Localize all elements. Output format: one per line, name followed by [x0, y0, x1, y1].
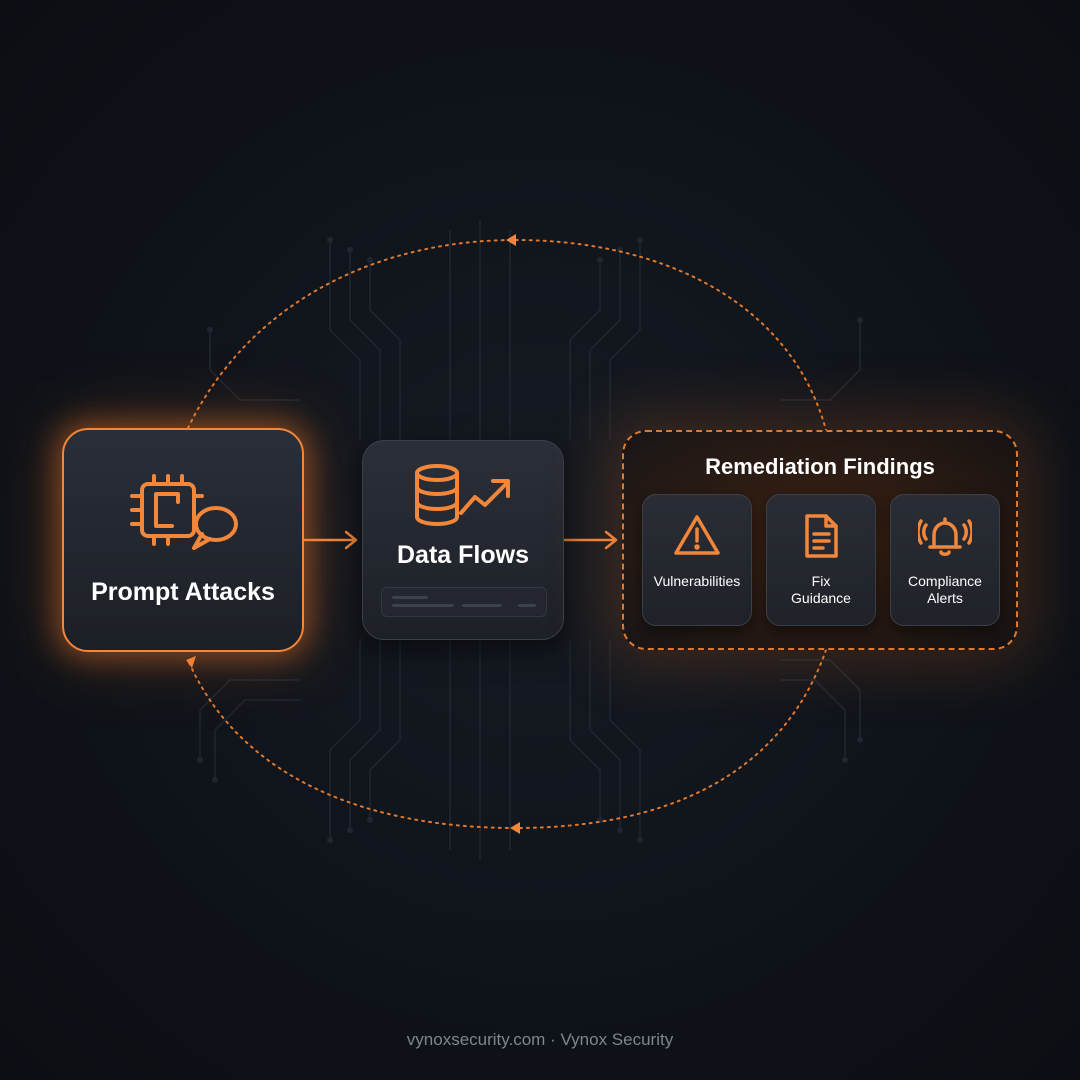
fix-guidance-card: Fix Guidance: [766, 494, 876, 626]
vulnerabilities-label: Vulnerabilities: [653, 573, 741, 589]
fix-guidance-label-line1: Fix: [811, 573, 831, 589]
compliance-alerts-label-line1: Compliance: [908, 573, 982, 589]
arrow-prompt-to-data: [302, 530, 358, 550]
data-flows-label: Data Flows: [397, 541, 529, 569]
remediation-findings-title: Remediation Findings: [705, 454, 935, 479]
prompt-attacks-card: Prompt Attacks: [62, 428, 304, 652]
loop-arrowhead-bottom: [510, 822, 520, 834]
document-icon: [767, 513, 875, 564]
loop-arrowhead-left: [186, 656, 196, 668]
compliance-alerts-label-line2: Alerts: [927, 590, 963, 606]
data-flows-progress-strip: [381, 587, 547, 617]
arrow-data-to-findings: [562, 530, 618, 550]
vulnerabilities-card: Vulnerabilities: [642, 494, 752, 626]
warning-icon: [643, 513, 751, 562]
footer-credit[interactable]: vynoxsecurity.com · Vynox Security: [406, 1030, 674, 1049]
remediation-findings-group: Remediation Findings Vulnerabilities: [622, 430, 1018, 650]
loop-arrowhead-top: [506, 234, 516, 246]
loop-bottom-arc: [187, 649, 827, 830]
compliance-alerts-card: Compliance Alerts: [890, 494, 1000, 626]
fix-guidance-label-line2: Guidance: [791, 590, 851, 606]
prompt-attacks-label: Prompt Attacks: [91, 578, 275, 606]
data-flows-card: Data Flows: [362, 440, 564, 640]
chip-chat-icon: [128, 472, 240, 563]
database-trend-icon: [413, 463, 513, 532]
loop-top-arc: [187, 238, 827, 431]
alarm-bell-icon: [891, 513, 999, 564]
